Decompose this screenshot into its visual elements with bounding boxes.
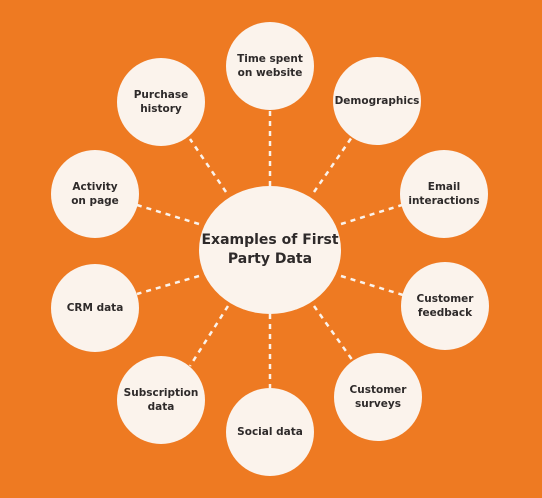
node-customer-surveys: Customer surveys <box>334 353 422 441</box>
node-label: Activity on page <box>71 180 119 207</box>
node-label: Subscription data <box>123 386 199 413</box>
center-label: Examples of First Party Data <box>201 232 339 267</box>
node-activity-on-page: Activity on page <box>51 150 139 238</box>
node-label: Email interactions <box>408 180 480 207</box>
connector-subscription <box>188 305 230 367</box>
node-demographics: Demographics <box>333 57 421 145</box>
node-customer-feedback: Customer feedback <box>401 262 489 350</box>
connector-customer-feedback <box>340 274 404 297</box>
connector-purchase <box>188 138 228 193</box>
node-label: Demographics <box>334 94 420 107</box>
node-label: Customer feedback <box>416 292 474 319</box>
node-label: Time spent on website <box>237 52 303 79</box>
center-node: Examples of First Party Data <box>199 186 341 314</box>
node-crm-data: CRM data <box>51 264 139 352</box>
connector-customer-surveys <box>312 305 355 362</box>
node-subscription-data: Subscription data <box>117 356 205 444</box>
node-time-spent-on-website: Time spent on website <box>226 22 314 110</box>
connector-crm <box>136 274 200 296</box>
connector-email <box>340 203 403 226</box>
node-label: Social data <box>237 425 303 438</box>
connector-activity <box>136 203 200 226</box>
node-label: CRM data <box>66 301 124 314</box>
node-label: Purchase history <box>133 88 189 115</box>
node-label: Customer surveys <box>349 383 407 410</box>
node-email-interactions: Email interactions <box>400 150 488 238</box>
node-purchase-history: Purchase history <box>117 58 205 146</box>
connector-demographics <box>312 136 354 193</box>
node-social-data: Social data <box>226 388 314 476</box>
